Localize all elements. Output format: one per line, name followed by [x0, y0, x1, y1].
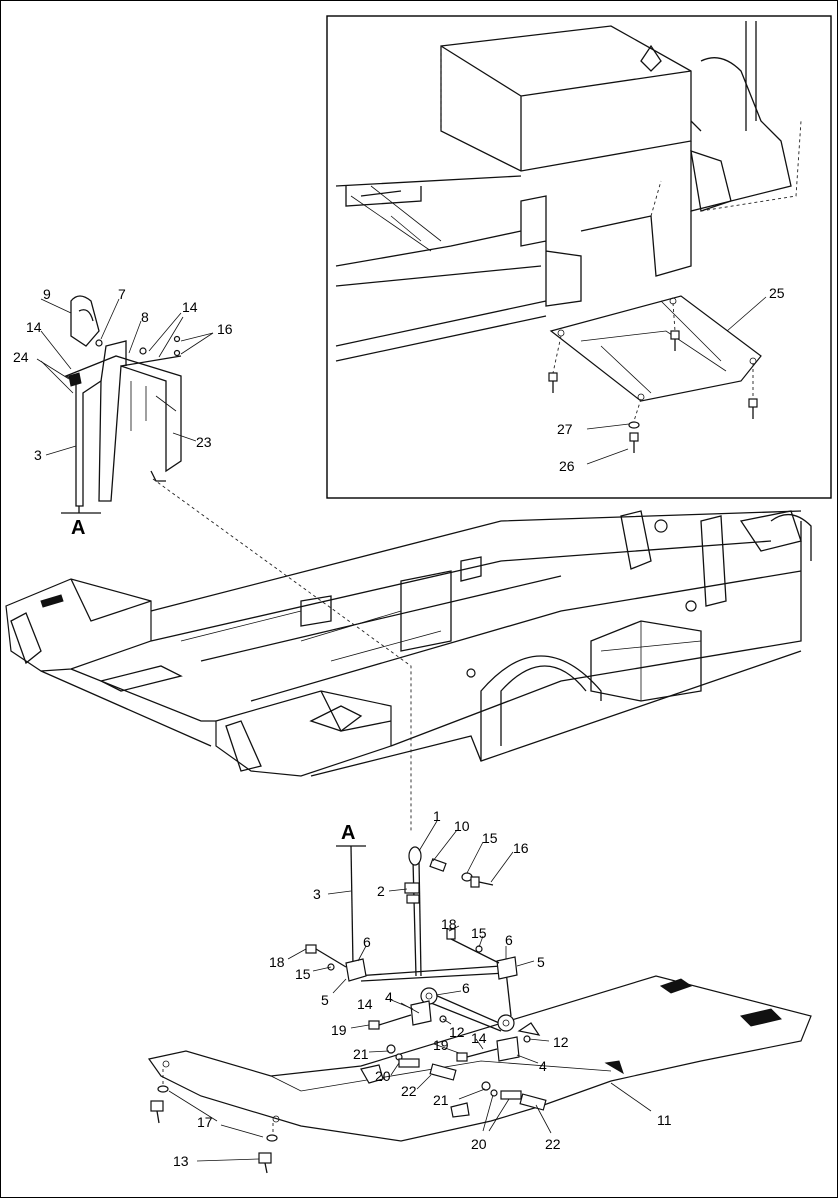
callout-23: 23 [196, 434, 212, 450]
callout-17: 17 [197, 1114, 213, 1130]
callout-12: 12 [553, 1034, 569, 1050]
callout-13: 13 [173, 1153, 189, 1169]
callout-12: 12 [449, 1024, 465, 1040]
callout-4: 4 [385, 989, 393, 1005]
callout-2: 2 [377, 883, 385, 899]
bolt-icon [548, 302, 758, 453]
callout-10: 10 [454, 818, 470, 834]
callout-6: 6 [462, 980, 470, 996]
callout-15: 15 [295, 966, 311, 982]
callout-15: 15 [471, 925, 487, 941]
callout-14: 14 [182, 299, 198, 315]
view-label-a: A [71, 517, 85, 539]
callout-1: 1 [433, 808, 441, 824]
callout-3: 3 [34, 447, 42, 463]
callout-18: 18 [441, 916, 457, 932]
callout-5: 5 [537, 954, 545, 970]
callout-4: 4 [539, 1058, 547, 1074]
callout-3: 3 [313, 886, 321, 902]
callout-6: 6 [363, 934, 371, 950]
callout-15: 15 [482, 830, 498, 846]
callout-26: 26 [559, 458, 575, 474]
detail-inset: 25 27 26 [326, 15, 832, 499]
skid-plate-11 [147, 975, 812, 1142]
lower-assembly: A 1 10 15 16 2 3 18 15 6 5 18 15 6 5 6 4… [147, 808, 812, 1174]
callout-19: 19 [433, 1037, 449, 1053]
view-label-a: A [341, 822, 355, 844]
callout-11: 11 [657, 1112, 672, 1128]
callout-6: 6 [505, 932, 513, 948]
callout-14: 14 [357, 996, 373, 1012]
callout-18: 18 [269, 954, 285, 970]
callout-7: 7 [118, 286, 126, 302]
callout-24: 24 [13, 349, 29, 365]
callout-14: 14 [26, 319, 42, 335]
callout-22: 22 [401, 1083, 417, 1099]
callout-19: 19 [331, 1022, 347, 1038]
callout-21: 21 [433, 1092, 449, 1108]
bracket-assembly-detail: 9 7 8 14 16 14 24 3 23 A [13, 286, 233, 539]
callout-25: 25 [769, 285, 785, 301]
callout-27: 27 [557, 421, 573, 437]
callout-16: 16 [217, 321, 233, 337]
callout-9: 9 [43, 286, 51, 302]
callout-20: 20 [471, 1136, 487, 1152]
callout-20: 20 [375, 1068, 391, 1084]
leader-line [152, 478, 412, 831]
callout-22: 22 [545, 1136, 561, 1152]
callout-14: 14 [471, 1030, 487, 1046]
callout-21: 21 [353, 1046, 369, 1062]
callout-16: 16 [513, 840, 529, 856]
callout-8: 8 [141, 309, 149, 325]
chassis-frame [5, 510, 812, 777]
callout-5: 5 [321, 992, 329, 1008]
cover-plate-25 [549, 295, 762, 402]
